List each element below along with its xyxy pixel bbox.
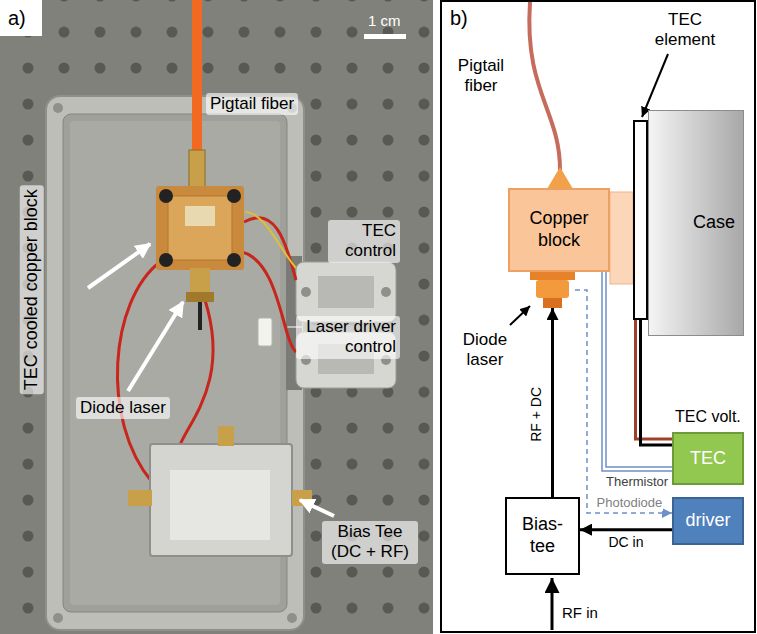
tec-controller-box: TEC — [672, 432, 744, 485]
pointer-arrow — [88, 244, 150, 288]
part-label: Pigtail fiber — [451, 56, 511, 97]
breadboard-background — [0, 0, 433, 634]
pigtail-fiber-cable — [192, 0, 202, 158]
mount-hole — [53, 613, 63, 623]
diode-body — [536, 280, 569, 298]
leader-arrow — [510, 306, 530, 325]
copper-block: Copper block — [508, 188, 610, 272]
yellow-wire — [245, 212, 296, 268]
scale-bar — [364, 34, 406, 39]
connector-screw — [301, 287, 311, 297]
tec-voltage-wires — [641, 320, 673, 445]
red-wire — [180, 300, 213, 445]
diode-laser-flange — [186, 292, 214, 302]
case-box: Case — [648, 110, 744, 336]
pointer-arrow — [128, 302, 183, 391]
signal-label: RF in — [562, 604, 598, 622]
mount-hole — [53, 103, 63, 113]
pointer-arrow — [300, 500, 334, 516]
diode-cap — [543, 298, 562, 308]
node-label: Copper block — [519, 208, 599, 251]
laser-driver-box: driver — [672, 497, 744, 545]
panel-letter: a) — [8, 6, 26, 30]
tec-connector — [296, 262, 396, 322]
screw — [227, 253, 241, 267]
node-label: Case — [693, 212, 735, 234]
diode-flange — [530, 272, 575, 280]
node-label: TEC — [690, 448, 726, 470]
bias-tee-box: Bias-tee — [505, 497, 580, 575]
connector-label: DC in — [608, 534, 645, 551]
panel-letter: b) — [450, 6, 468, 30]
diode-laser: Diode laser — [530, 272, 575, 308]
node-label: driver — [685, 510, 730, 532]
connector-label: Photodiode — [596, 495, 664, 511]
node-label: Bias-tee — [517, 514, 569, 557]
connector-screw — [381, 287, 391, 297]
red-wire — [244, 218, 296, 280]
panel-frame — [441, 1, 755, 632]
fiber-ferrule — [189, 150, 205, 188]
node-label: Diode laser — [450, 330, 520, 371]
part-label: Diode laser — [76, 397, 170, 419]
sticker — [185, 206, 215, 226]
connector-label: RF + DC — [528, 386, 545, 443]
diode-laser-can — [190, 268, 210, 296]
pigtail-fiber — [529, 2, 560, 170]
screw — [159, 189, 173, 203]
node-label: TEC element — [647, 10, 723, 51]
diode-lead — [198, 302, 202, 330]
panel-letter-ground — [0, 0, 42, 36]
bias-tee-plate — [170, 470, 270, 540]
breadboard-holes — [0, 0, 433, 634]
enclosure-floor — [70, 121, 280, 605]
part-label: Bias Tee (DC + RF) — [322, 521, 418, 564]
enclosure-rim — [46, 96, 304, 630]
screw — [159, 253, 173, 267]
rf-input-arrow — [551, 578, 554, 630]
part-label: TEC control — [328, 220, 400, 263]
fiber-cone — [547, 167, 573, 189]
copper-block — [168, 196, 232, 260]
rf-dc-arrow — [551, 308, 554, 497]
part-label: Laser driver control — [296, 316, 400, 359]
copper-mount — [156, 186, 244, 270]
red-wire — [242, 252, 296, 352]
tec-connector-shell — [318, 276, 374, 308]
diode-laser-symbol — [530, 272, 575, 308]
tec-element: TEC element — [633, 120, 648, 320]
enclosure-cavity — [63, 114, 287, 612]
mount-hole — [287, 613, 297, 623]
dc-in-arrow — [580, 528, 672, 531]
connector-label: TEC volt. — [674, 407, 742, 426]
scale-bar-label: 1 cm — [368, 12, 401, 30]
part-label: Pigtail fiber — [206, 93, 298, 115]
leader-arrow — [642, 54, 668, 117]
connector-label: Thermistor — [605, 474, 669, 490]
mount-plate — [610, 192, 633, 284]
screw — [227, 189, 241, 203]
part-label: TEC cooled copper block — [19, 185, 43, 394]
sma-port — [128, 490, 152, 506]
sma-port — [218, 426, 234, 446]
sma-connector — [258, 318, 272, 346]
bias-tee-body — [150, 444, 292, 556]
